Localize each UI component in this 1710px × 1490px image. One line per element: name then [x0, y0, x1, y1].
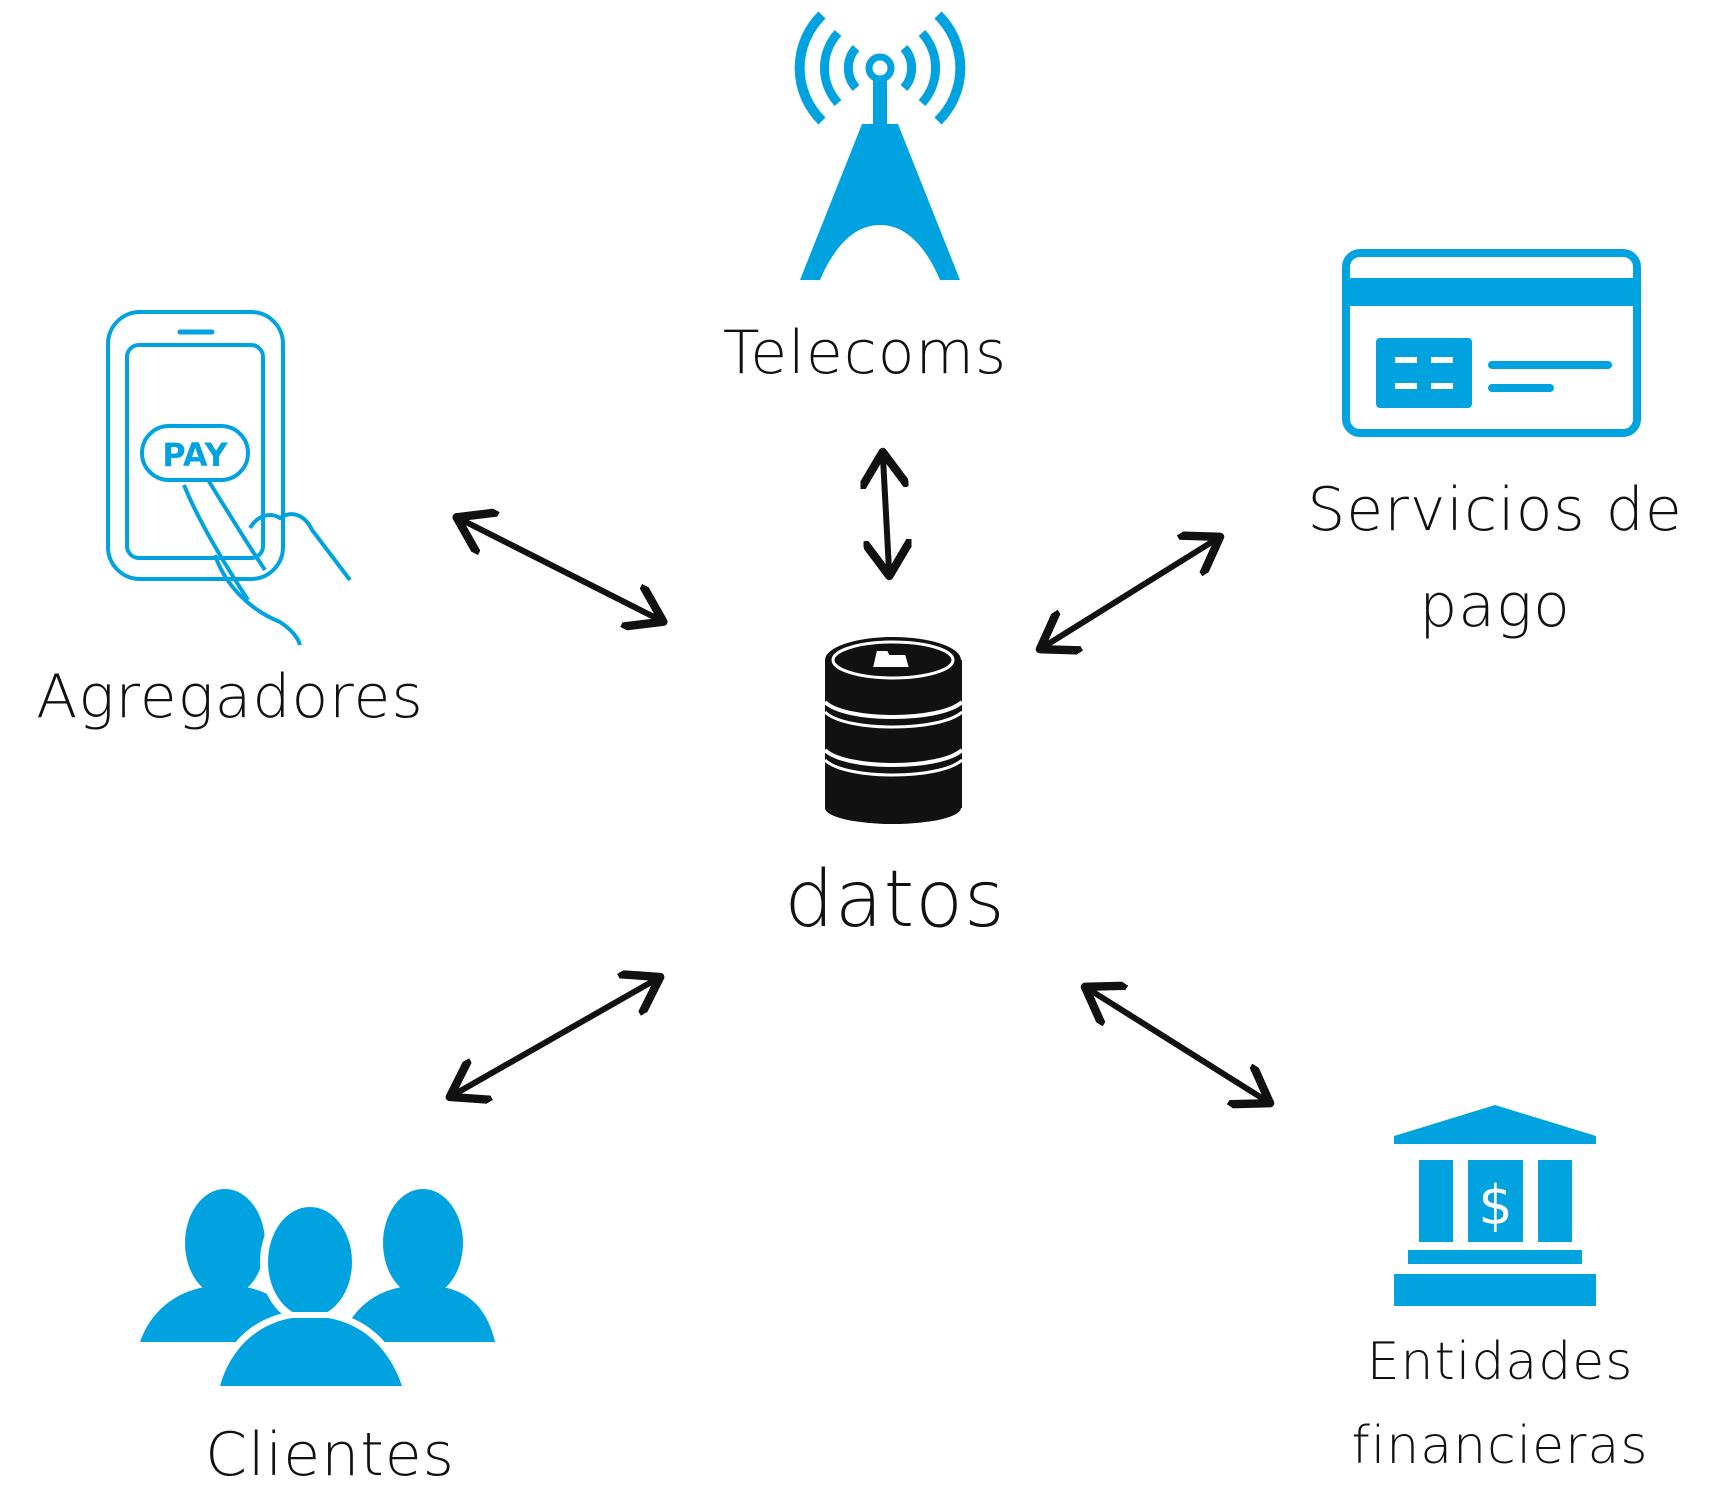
dollar-sign: $	[1478, 1174, 1512, 1237]
arrow-agregadores	[462, 520, 658, 619]
pay-button-text: PAY	[162, 436, 228, 474]
entidades-label-line1: Entidades	[1366, 1332, 1634, 1392]
servicios-label-line1: Servicios de	[1307, 475, 1683, 545]
people-group-icon	[140, 1189, 495, 1390]
servicios-label-line2: pago	[1419, 571, 1571, 641]
arrows	[455, 458, 1265, 1100]
arrow-entidades	[1090, 990, 1265, 1100]
pay-phone-icon: PAY	[106, 310, 352, 646]
entidades-label-line2: financieras	[1351, 1416, 1649, 1476]
arrow-servicios	[1045, 540, 1215, 646]
clientes-label: Clientes	[205, 1420, 455, 1490]
database-icon	[823, 637, 964, 824]
arrow-telecoms	[883, 458, 889, 570]
bank-icon: $	[1394, 1105, 1596, 1306]
arrow-clientes	[455, 980, 655, 1094]
credit-card-icon	[1342, 249, 1641, 437]
datos-label: datos	[784, 855, 1006, 945]
entidades-financieras-label: Entidades financieras	[1310, 1320, 1690, 1488]
agregadores-label: Agregadores	[36, 662, 424, 732]
telecoms-label: Telecoms	[722, 318, 1008, 388]
antenna-tower-icon	[794, 11, 966, 280]
servicios-de-pago-label: Servicios de pago	[1280, 462, 1710, 654]
